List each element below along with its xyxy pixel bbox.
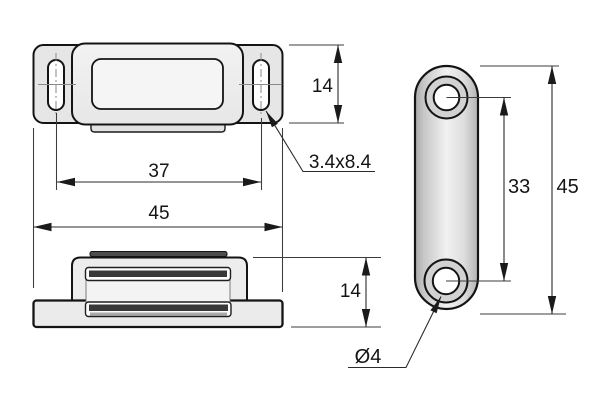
side-groove-lower-bar — [89, 304, 228, 311]
dim-label-slot-size: 3.4x8.4 — [309, 152, 372, 173]
side-groove-upper-bar — [89, 270, 227, 277]
counter-plate-view — [413, 64, 480, 311]
front-magnet-face — [91, 58, 224, 110]
side-magnet-block — [85, 278, 231, 304]
dimension-plate-hole-spacing: 33 — [446, 96, 530, 282]
side-top-strip — [89, 251, 228, 257]
dim-label-hole-diameter: Ø4 — [355, 346, 382, 368]
leader-slot-size: 3.4x8.4 — [265, 110, 375, 173]
dim-label-33: 33 — [508, 176, 530, 198]
plate-outline — [413, 64, 480, 311]
dim-label-45-front: 45 — [148, 203, 169, 224]
leader-hole-diameter: Ø4 — [348, 296, 442, 369]
dimension-side-height: 14 — [253, 256, 381, 328]
dimension-front-slot-spacing: 37 — [57, 161, 261, 187]
dimension-plate-height: 45 — [480, 65, 579, 315]
dim-label-45-plate: 45 — [557, 176, 579, 198]
dimension-front-height: 14 — [289, 44, 344, 124]
dim-label-14-front: 14 — [312, 76, 334, 97]
dim-label-37: 37 — [148, 161, 169, 182]
dim-label-14-side: 14 — [340, 281, 362, 302]
front-view — [32, 42, 284, 133]
side-groove-lower-shadow — [90, 312, 227, 316]
dimension-front-overall-width: 45 — [33, 203, 283, 232]
front-bottom-tab — [90, 122, 226, 133]
side-view — [32, 251, 284, 329]
